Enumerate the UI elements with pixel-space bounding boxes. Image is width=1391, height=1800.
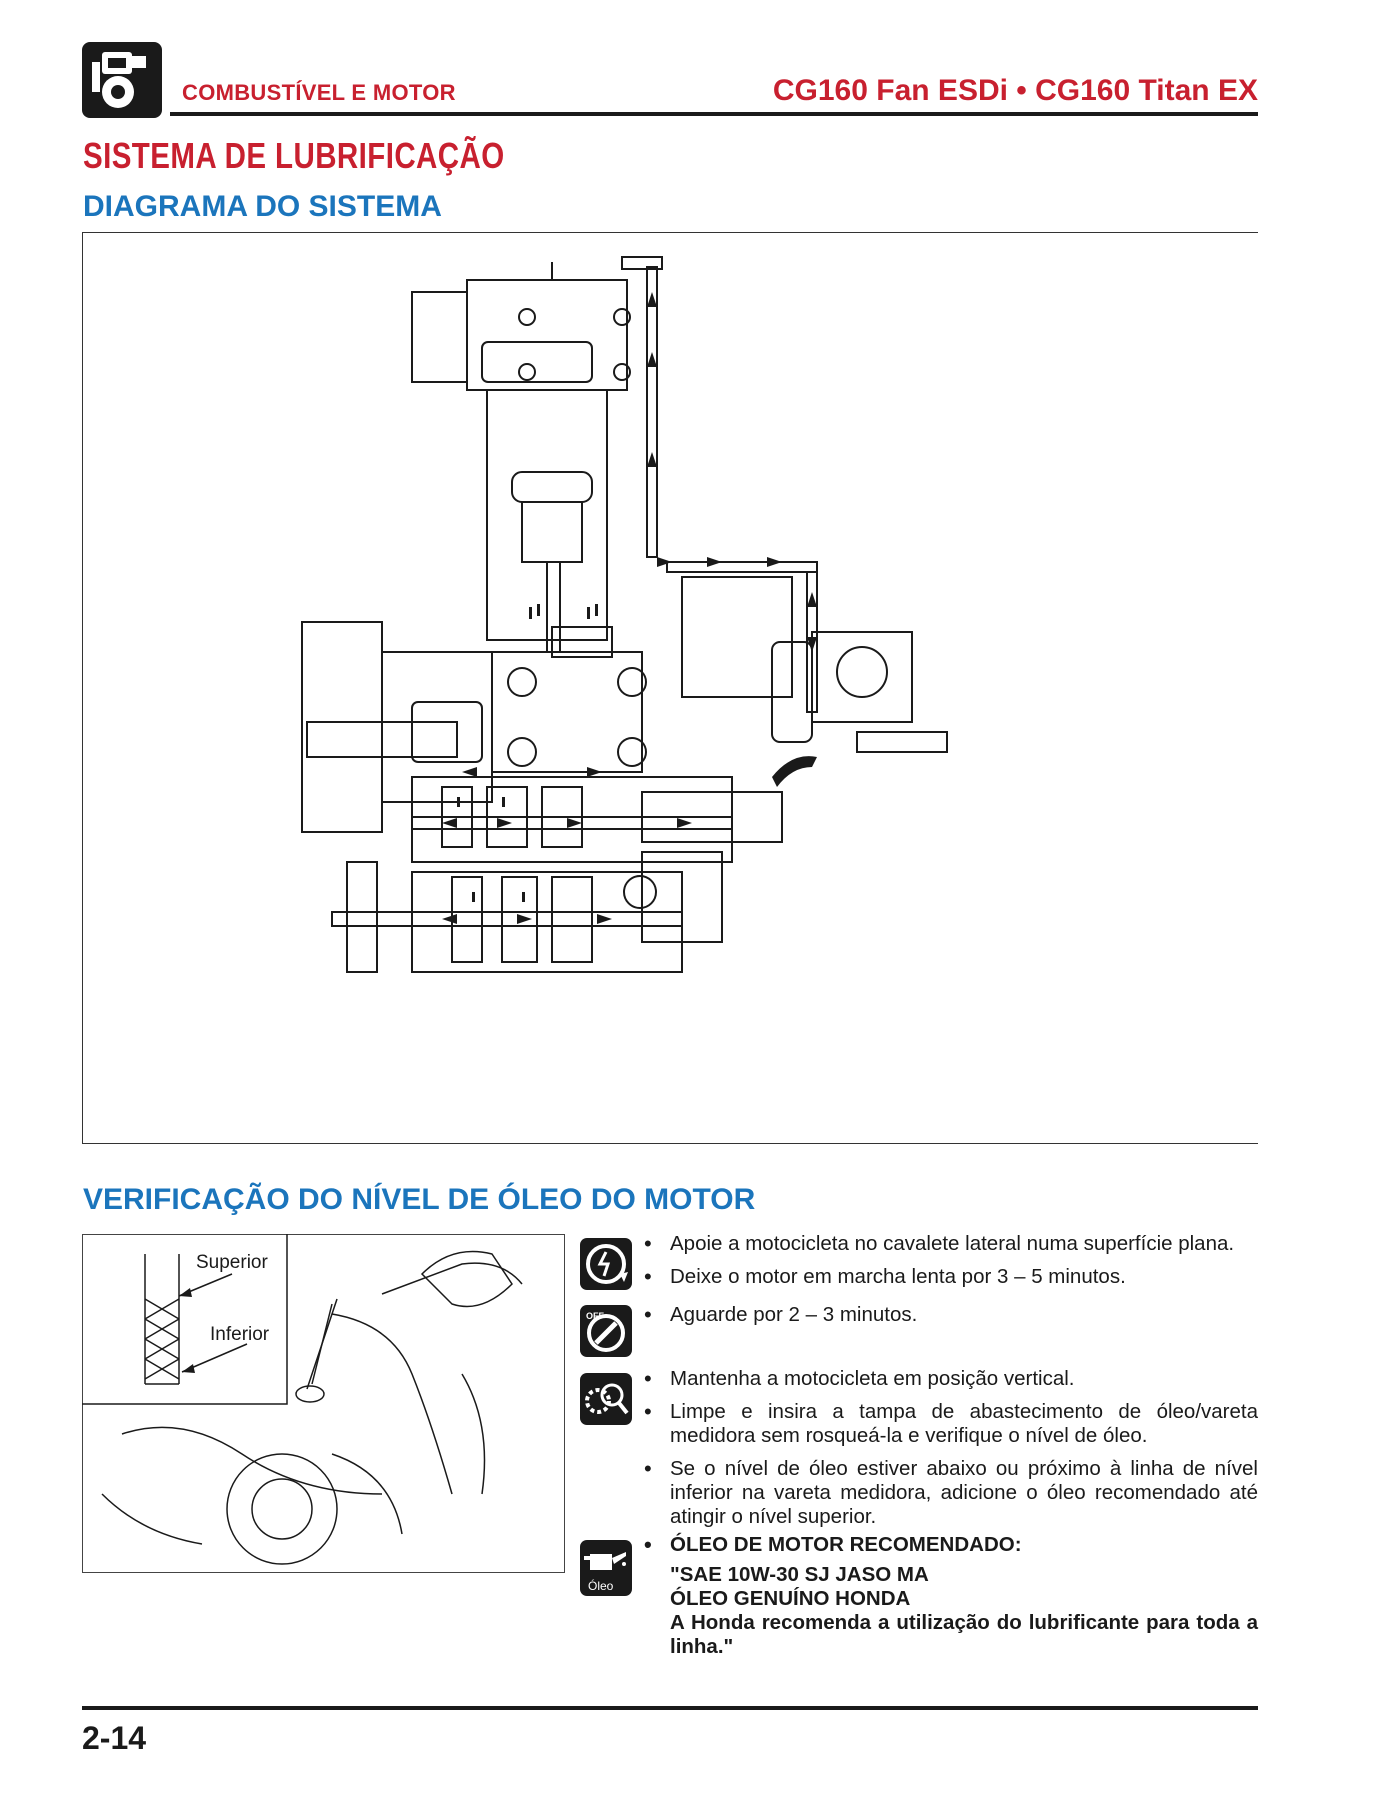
dipstick-illustration (82, 1234, 523, 1565)
lubrication-system-diagram (301, 256, 948, 973)
diagram-heading: DIAGRAMA DO SISTEMA (83, 190, 442, 223)
page-title: SISTEMA DE LUBRIFICAÇÃO (83, 135, 505, 176)
engine-running-icon (580, 1238, 632, 1290)
oil-can-icon: Óleo (580, 1540, 632, 1596)
check-heading: VERIFICAÇÃO DO NÍVEL DE ÓLEO DO MOTOR (83, 1183, 756, 1216)
step-item: Deixe o motor em marcha lenta por 3 – 5 … (644, 1265, 1258, 1289)
step-item: Aguarde por 2 – 3 minutos. (644, 1303, 1258, 1327)
step-item: Limpe e insira a tampa de abastecimento … (644, 1400, 1258, 1448)
section-logo-icon (82, 42, 162, 118)
oil-brand-line: ÓLEO GENUÍNO HONDA (670, 1587, 911, 1610)
diagram-frame (82, 232, 1258, 1144)
engine-off-icon: OFF (580, 1305, 632, 1357)
step-item: Se o nível de óleo estiver abaixo ou pró… (644, 1457, 1258, 1529)
steps-group-check: Mantenha a motocicleta em posição vertic… (644, 1367, 1258, 1538)
page-number: 2-14 (82, 1720, 147, 1756)
oil-recommendation-line: A Honda recomenda a utilização do lubrif… (670, 1611, 1258, 1658)
step-item: Apoie a motocicleta no cavalete lateral … (644, 1232, 1258, 1256)
steps-group-idle: Apoie a motocicleta no cavalete lateral … (644, 1232, 1258, 1298)
section-label: COMBUSTÍVEL E MOTOR (182, 80, 456, 105)
steps-group-wait: Aguarde por 2 – 3 minutos. (644, 1303, 1258, 1336)
svg-text:OFF: OFF (586, 1311, 604, 1321)
header-rule (170, 112, 1258, 116)
inspection-icon (580, 1373, 632, 1425)
footer-rule (82, 1706, 1258, 1710)
model-names: CG160 Fan ESDi • CG160 Titan EX (772, 74, 1258, 107)
oil-heading: ÓLEO DE MOTOR RECOMENDADO: (644, 1533, 1258, 1557)
recommended-oil: ÓLEO DE MOTOR RECOMENDADO: "SAE 10W-30 S… (644, 1533, 1258, 1659)
lower-level-label: Inferior (210, 1324, 270, 1345)
oil-icon-label: Óleo (588, 1578, 614, 1593)
step-item: Mantenha a motocicleta em posição vertic… (644, 1367, 1258, 1391)
upper-level-label: Superior (196, 1252, 268, 1273)
oil-spec-line: "SAE 10W-30 SJ JASO MA (670, 1563, 929, 1586)
